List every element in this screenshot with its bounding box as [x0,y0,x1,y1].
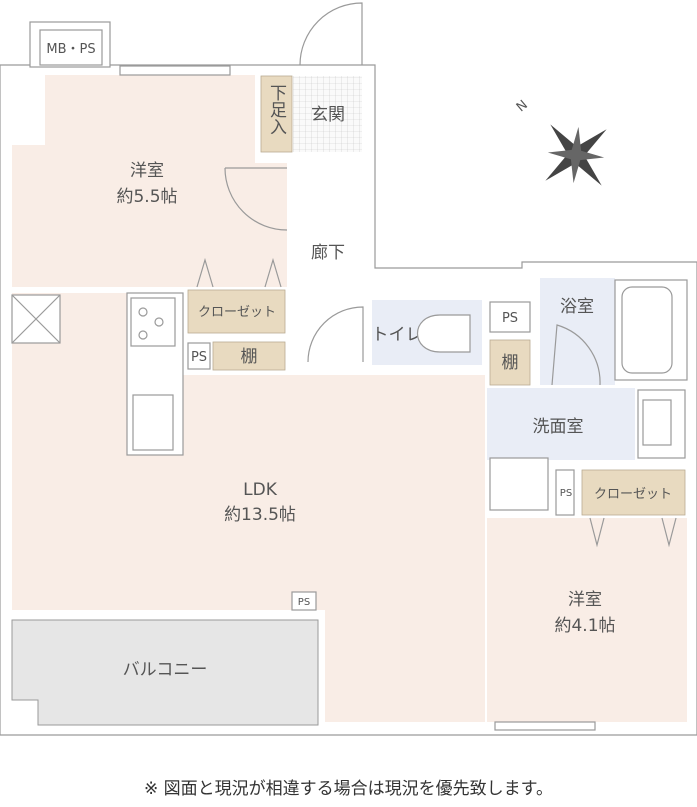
shoe-storage [260,75,293,153]
entrance-door-icon[interactable] [299,2,363,66]
entrance [293,76,362,152]
western-room-1 [12,75,287,287]
balcony-label: バルコニー [123,660,208,680]
ps-3 [555,469,575,516]
burner-icon [138,330,148,340]
burner-icon [154,317,164,327]
closet-2 [581,469,686,516]
bathtub-inner [621,286,673,374]
ps-1 [187,342,211,370]
ps-4-label: PS [298,597,310,608]
closet-door-marks [589,517,677,548]
door-swing [551,324,601,386]
ldk-size: 約13.5帖 [224,505,296,525]
shelf-1 [212,341,286,371]
western-room-2-name: 洋室 [568,590,602,610]
mbps-inner [39,29,103,66]
washbasin-bowl [642,399,672,446]
ps-2-label: PS [502,311,518,326]
closet-door-marks [196,257,282,288]
closet-2-label: クローゼット [594,487,672,502]
mbps-label: MB・PS [46,42,95,57]
hallway-label: 廊下 [311,243,345,263]
toilet-icon [416,314,471,353]
shelf-2-label: 棚 [502,353,519,373]
balcony [11,619,319,726]
western-room-1-size: 約5.5帖 [116,187,177,207]
window [494,721,596,731]
shoe-storage-label: 下足入 [266,84,287,135]
bathroom-label: 浴室 [560,297,594,317]
shelf-2 [489,339,531,386]
stove-icon [130,297,176,347]
washroom-label: 洗面室 [533,417,584,437]
bathroom [540,278,615,385]
ldk-name: LDK [243,480,278,500]
entrance-label: 玄関 [311,105,345,125]
ldk-room [12,293,485,722]
washroom [487,388,635,460]
burner-icon [138,307,148,317]
door-swing [224,167,288,231]
floor-plan: MB・PS 洋室 約5.5帖 下足入 玄関 廊下 クローゼット PS 棚 LDK… [0,2,697,736]
sink-icon [132,394,174,451]
disclaimer-note: ※ 図面と現況が相違する場合は現況を優先致します。 [144,779,553,799]
toilet-label: トイレ [372,325,423,345]
western-room-2 [487,518,687,722]
compass-icon [545,124,607,186]
ps-4 [291,591,317,611]
washer-icon [489,457,549,511]
closet-1-label: クローゼット [198,305,276,320]
closet-1 [187,289,286,334]
shelf-1-label: 棚 [241,347,258,367]
ps-3-label: PS [560,488,572,499]
western-room-2-size: 約4.1帖 [554,616,615,636]
compass-north-label: N [514,98,531,116]
ps-2 [489,301,531,333]
door-swing [307,306,364,363]
western-room-1-name: 洋室 [130,161,164,181]
ps-1-label: PS [191,350,207,365]
storage-box-cross [11,294,61,344]
window [119,65,231,76]
